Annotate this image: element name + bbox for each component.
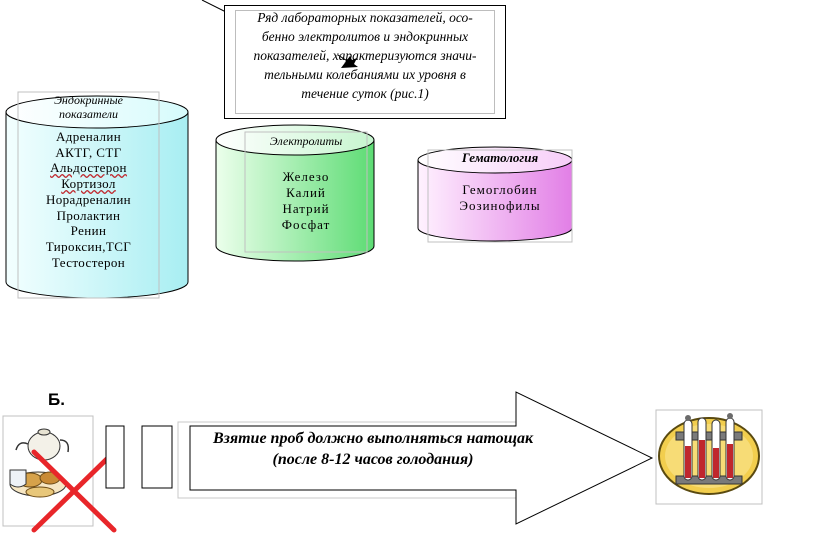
cylinder-electrolytes [215, 124, 375, 262]
cylinder-list-item: Пролактин [18, 208, 159, 224]
cylinder-list-item: АКТГ, СТГ [18, 145, 159, 161]
cylinder-hematology [417, 146, 573, 243]
callout-box: Ряд лабораторных показателей, осо-бенно … [224, 5, 506, 119]
cylinder-list-item-text: Эозинофилы [459, 198, 541, 213]
cylinder-endocrine [5, 91, 189, 299]
cylinder-title-line: Гематология [461, 150, 539, 165]
cursor-pointer-icon [338, 54, 358, 68]
cylinder-list-item: Фосфат [245, 217, 367, 233]
cylinder-list-item-text: Тироксин,ТСГ [45, 238, 132, 254]
cylinder-title-line: Электролиты [269, 134, 343, 148]
cylinder-list-item: Альдостерон [18, 160, 159, 176]
callout-inner-frame [235, 10, 495, 114]
cylinder-list-item-text: Железо [282, 169, 330, 184]
cylinder-list-item-text: Калий [286, 185, 326, 200]
cylinder-title-line: показатели [59, 107, 118, 121]
cylinder-list-item-text: Фосфат [281, 217, 331, 232]
cylinder-list-item-text: Тестостерон [51, 254, 126, 270]
cylinder-list-item: Норадреналин [18, 192, 159, 208]
cylinder-list-item: Калий [245, 185, 367, 201]
cylinder-list-item-text: Альдостерон [50, 160, 127, 176]
cylinder-list-item-text: Адреналин [55, 129, 122, 144]
arrow-text: Взятие проб должно выполняться натощак (… [212, 430, 534, 468]
cylinder-list-item-text: АКТГ, СТГ [55, 144, 122, 160]
cylinder-list-item: Тестостерон [18, 255, 159, 271]
cylinder-list-item-text: Гемоглобин [462, 182, 538, 197]
cylinder-list-item: Гемоглобин [428, 182, 572, 198]
cylinder-list-item: Адреналин [18, 129, 159, 145]
section-b-label: Б. [48, 390, 65, 409]
cylinder-list-item-text: Пролактин [56, 207, 121, 223]
cylinder-list-item-text: Кортизол [61, 176, 116, 192]
callout-line: Ряд лабораторных показателей, осо- [257, 10, 473, 25]
cylinder-list-item: Тироксин,ТСГ [18, 239, 159, 255]
cylinder-list-item-text: Натрий [282, 201, 330, 216]
cylinder-list-item-text: Ренин [70, 223, 107, 239]
cylinder-list-item: Натрий [245, 201, 367, 217]
cylinder-list-item: Ренин [18, 223, 159, 239]
callout-line: бенно электролитов и эндокринных [261, 29, 469, 44]
cylinder-list-item: Кортизол [18, 176, 159, 192]
callout-line: показателей, характеризуются значи- [253, 48, 477, 63]
cylinder-list-item: Эозинофилы [428, 198, 572, 214]
cylinder-electrolytes-title: Электролиты [245, 134, 367, 148]
big-arrow [177, 391, 654, 525]
test-tubes-icon [655, 409, 763, 505]
cylinder-title-line: Эндокринные [54, 93, 123, 107]
callout-text: Ряд лабораторных показателей, осо-бенно … [225, 8, 505, 103]
crossed-out-food-icon [2, 415, 117, 533]
small-box-2 [141, 425, 173, 489]
cylinder-hematology-title: Гематология [428, 150, 572, 165]
callout-line: тельными колебаниями их уровня в [264, 67, 466, 82]
cylinder-list-item-text: Норадреналин [45, 191, 132, 207]
callout-line: течение суток (рис.1) [301, 86, 429, 101]
small-box-1 [105, 425, 125, 489]
cylinder-list-item: Железо [245, 169, 367, 185]
